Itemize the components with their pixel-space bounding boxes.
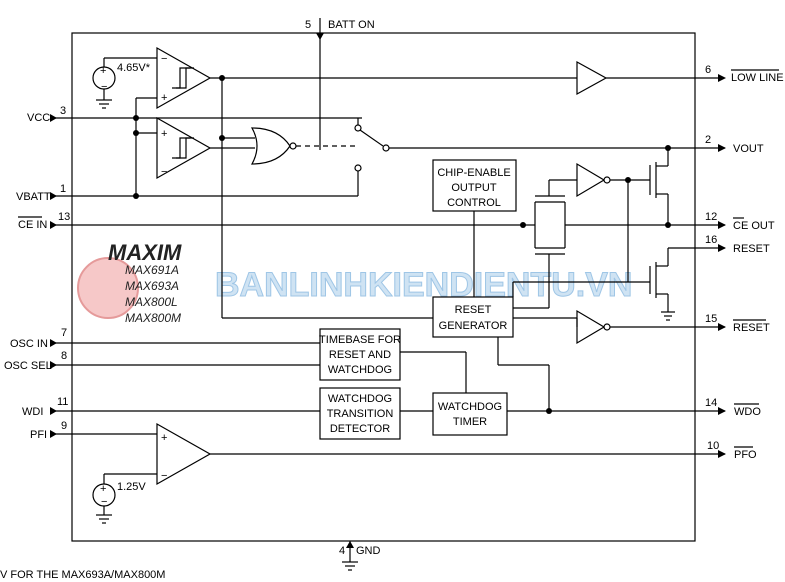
pin-gnd-label: GND [356, 545, 381, 557]
svg-text:+: + [100, 65, 106, 77]
wd-timer-label-1: WATCHDOG [438, 401, 502, 413]
part-number-1: MAX691A [125, 263, 179, 277]
pin-vbatt-label: VBATT [16, 191, 51, 203]
timebase-label-2: RESET AND [329, 349, 391, 361]
watermark-text: BANLINHKIENDIENTU.VN [215, 266, 632, 304]
timebase-label-3: WATCHDOG [328, 364, 392, 376]
svg-text:−: − [101, 496, 107, 508]
part-number-2: MAX693A [125, 279, 179, 293]
pin-osc-in-label: OSC IN [10, 338, 48, 350]
chip-enable-label-1: CHIP-ENABLE [437, 167, 510, 179]
pin-wdo-label: WDO [734, 406, 761, 418]
comparator-battery-switch: + − [156, 116, 212, 180]
reset-generator-label-2: GENERATOR [439, 320, 508, 332]
pin-wdi-label: WDI [22, 406, 43, 418]
pin-10-number: 10 [707, 440, 719, 452]
pin-5-number: 5 [305, 19, 311, 31]
reference-4-65v: + − [92, 57, 160, 109]
chip-enable-label-3: CONTROL [447, 197, 501, 209]
svg-text:−: − [101, 81, 107, 93]
wd-transition-label-2: TRANSITION [327, 408, 394, 420]
or-gate [250, 127, 291, 165]
footnote: V FOR THE MAX693A/MAX800M [0, 569, 165, 581]
pin-ce-out-label: CE OUT [733, 220, 775, 232]
watermark: BANLINHKIENDIENTU.VN [77, 257, 633, 319]
reset-output-transistor [649, 248, 675, 321]
pin-vout-label: VOUT [733, 143, 764, 155]
power-switch [359, 129, 384, 147]
svg-text:−: − [161, 166, 167, 178]
pin-1-number: 1 [60, 183, 66, 195]
pin-13-number: 13 [58, 211, 70, 223]
part-number-4: MAX800M [125, 311, 181, 325]
chip-enable-output-control-block [432, 159, 517, 212]
svg-text:+: + [100, 483, 106, 495]
svg-text:+: + [161, 92, 167, 104]
pin-osc-sel-label: OSC SEL [4, 360, 52, 372]
watchdog-timer-block [432, 392, 508, 436]
pin-7-number: 7 [61, 327, 67, 339]
pin-6-number: 6 [705, 64, 711, 76]
wd-transition-label-1: WATCHDOG [328, 393, 392, 405]
svg-text:+: + [161, 432, 167, 444]
pin-4-number: 4 [339, 545, 345, 557]
pin-reset-label: RESET [733, 243, 770, 255]
pin-pfo-label: PFO [734, 449, 757, 461]
svg-text:−: − [161, 470, 167, 482]
or-gate-inverter-bubble [289, 142, 297, 150]
pin-15-number: 15 [705, 313, 717, 325]
pin-reset-bar-label: RESET [733, 322, 770, 334]
reference-1-25v: + − [92, 473, 157, 524]
pin-11-number: 11 [57, 396, 68, 408]
pin-3-number: 3 [60, 105, 66, 117]
pin-vcc-label: VCC [27, 112, 50, 124]
pin-14-number: 14 [705, 397, 717, 409]
wd-timer-label-2: TIMER [453, 416, 487, 428]
pin-16-number: 16 [705, 234, 717, 246]
wd-transition-label-3: DETECTOR [330, 423, 390, 435]
ref-voltage-label-1: 4.65V* [117, 62, 151, 74]
pin-2-number: 2 [705, 134, 711, 146]
output-transistor [628, 148, 669, 225]
pin-9-number: 9 [61, 420, 67, 432]
maxim-logo: MAXIM [108, 240, 182, 265]
pin-batt-on-label: BATT ON [328, 19, 375, 31]
svg-text:+: + [161, 128, 167, 140]
comparator-low-line: − + [156, 46, 212, 110]
part-number-3: MAX800L [125, 295, 178, 309]
pin-8-number: 8 [61, 350, 67, 362]
comparator-pfo [156, 422, 212, 486]
reset-generator-block [432, 296, 514, 338]
timebase-block [319, 328, 401, 381]
svg-text:−: − [161, 53, 167, 65]
timebase-label-1: TIMEBASE FOR [319, 334, 401, 346]
pin-12-number: 12 [705, 211, 717, 223]
buffer-low-line [576, 60, 608, 96]
pin-ce-in-label: CE IN [18, 219, 47, 231]
pin-pfi-label: PFI [30, 429, 47, 441]
pin-low-line-label: LOW LINE [731, 72, 784, 84]
watchdog-transition-detector-block [319, 387, 401, 440]
reset-generator-label-1: RESET [455, 304, 492, 316]
chip-enable-label-2: OUTPUT [451, 182, 497, 194]
ref-voltage-label-2: 1.25V [117, 481, 146, 493]
